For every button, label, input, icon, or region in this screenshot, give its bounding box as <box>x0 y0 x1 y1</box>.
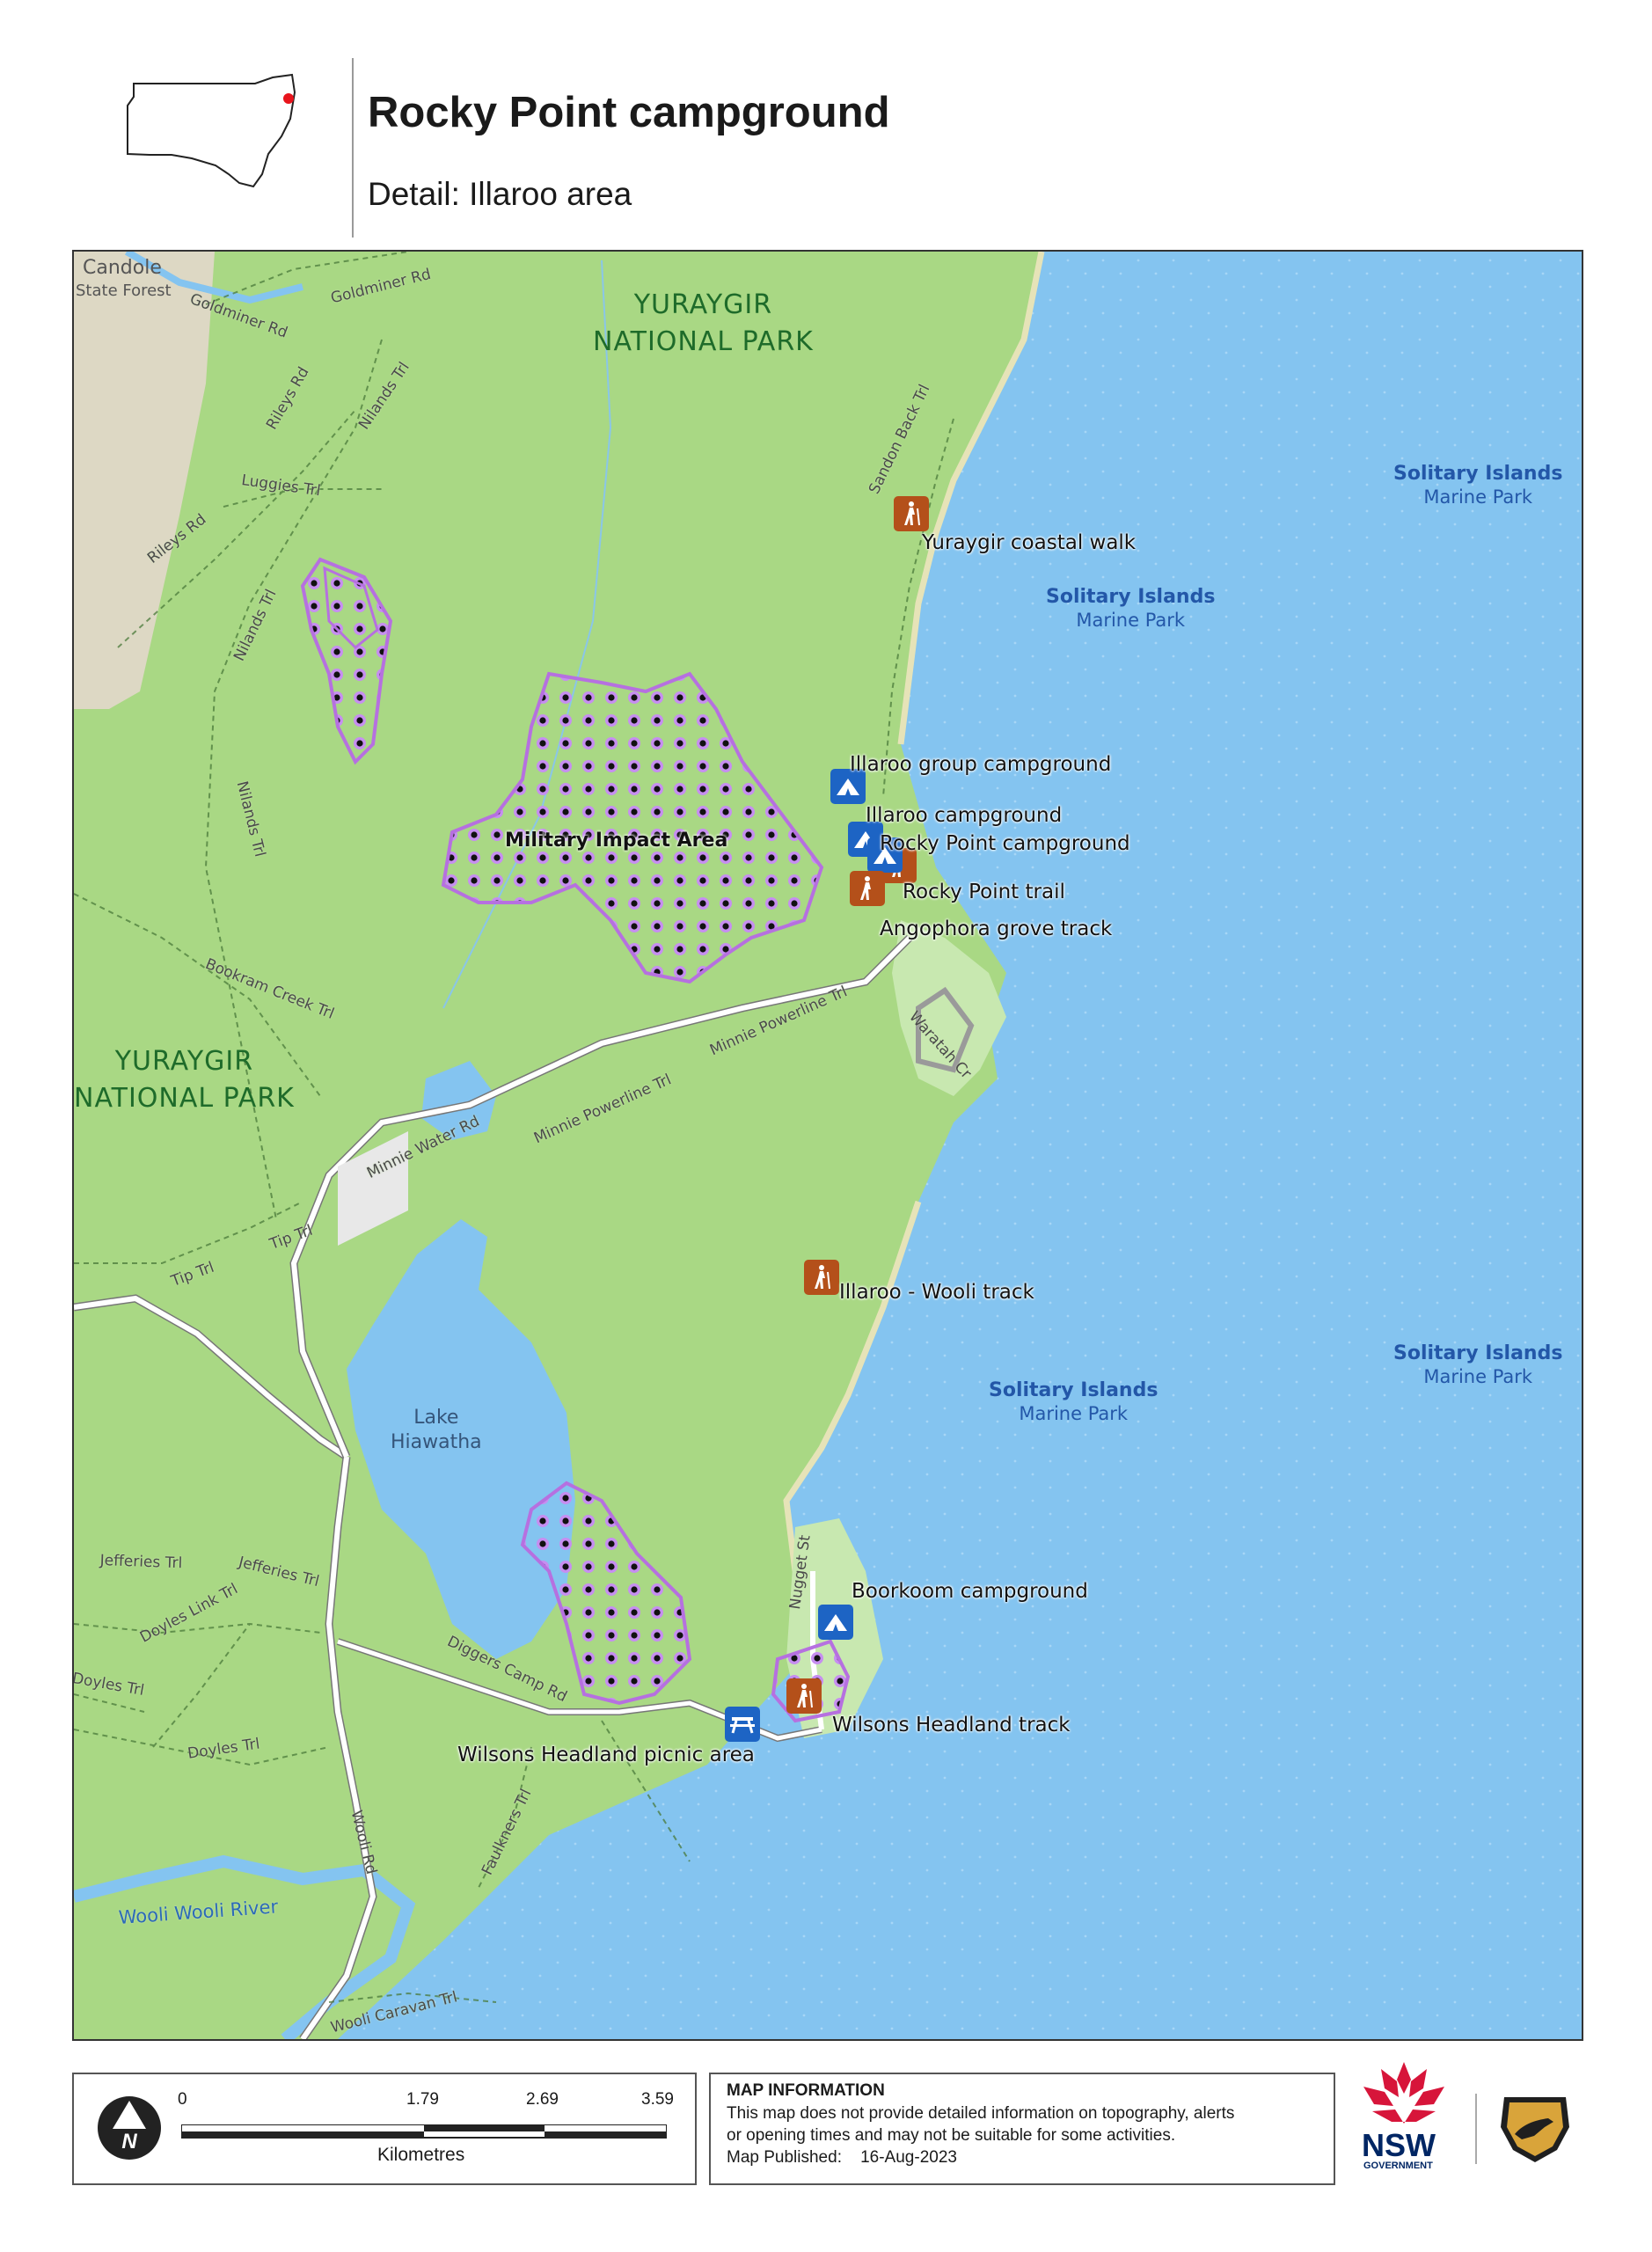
hiker-icon[interactable] <box>894 496 929 531</box>
nsw-logo-sub: GOVERNMENT <box>1363 2161 1433 2171</box>
poi-label: Illaroo campground <box>866 804 1063 827</box>
poi-label: Illaroo - Wooli track <box>839 1281 1034 1304</box>
road-label-jefferies-1: Jefferies Trl <box>99 1552 183 1573</box>
waratah-icon <box>1363 2062 1444 2124</box>
picnic-table-icon[interactable] <box>725 1707 760 1742</box>
map-subtitle: Detail: Illaroo area <box>368 176 632 212</box>
hiker-icon[interactable] <box>850 871 885 906</box>
state-forest-sub: State Forest <box>76 282 172 300</box>
svg-text:N: N <box>121 2130 137 2153</box>
scale-bar <box>181 2124 667 2139</box>
scale-unit: Kilometres <box>377 2145 465 2165</box>
scale-tick: 1.79 <box>406 2090 439 2109</box>
npws-emblem-icon <box>1501 2097 1569 2162</box>
poi-label: Yuraygir coastal walk <box>922 531 1137 554</box>
map-title: Rocky Point campground <box>368 89 890 136</box>
poi-label: Rocky Point campground <box>880 832 1130 855</box>
scale-legend: N 0 1.79 2.69 3.59 Kilometres <box>72 2073 697 2185</box>
map-information: MAP INFORMATION This map does not provid… <box>709 2073 1335 2185</box>
map-info-title: MAP INFORMATION <box>727 2081 885 2100</box>
hiker-icon[interactable] <box>804 1260 839 1295</box>
poi-label: Rocky Point trail <box>903 881 1065 903</box>
poi-label: Angophora grove track <box>880 918 1113 940</box>
header-divider <box>352 58 354 238</box>
nsw-logo-text: NSW <box>1362 2127 1436 2163</box>
tent-icon[interactable] <box>818 1605 853 1640</box>
scale-tick: 2.69 <box>526 2090 559 2109</box>
military-impact-area-label: Military Impact Area <box>505 830 728 852</box>
map-basemap <box>74 252 1582 2039</box>
poi-label: Wilsons Headland picnic area <box>457 1744 755 1766</box>
hiker-icon[interactable] <box>786 1678 822 1714</box>
north-arrow-icon: N <box>98 2096 161 2160</box>
scale-tick: 3.59 <box>641 2090 674 2109</box>
scale-tick: 0 <box>178 2090 187 2109</box>
nsw-government-logo: NSW GOVERNMENT <box>1355 2058 1453 2173</box>
state-forest-name: Candole <box>83 257 162 279</box>
map-info-line: or opening times and may not be suitable… <box>727 2126 1176 2145</box>
poi-label: Wilsons Headland track <box>832 1714 1071 1737</box>
tent-icon[interactable] <box>830 769 866 804</box>
poi-label: Boorkoom campground <box>852 1580 1088 1603</box>
map-info-line: This map does not provide detailed infor… <box>727 2104 1235 2123</box>
map-info-text: This map does not provide detailed infor… <box>727 2102 1325 2168</box>
location-marker-icon <box>283 93 294 104</box>
poi-label: Illaroo group campground <box>850 753 1112 776</box>
map-published: Map Published: 16-Aug-2023 <box>727 2148 957 2167</box>
nsw-locator-map <box>127 73 296 188</box>
tent-icon[interactable] <box>867 837 903 873</box>
logo-divider <box>1475 2094 1477 2164</box>
military-impact-areas <box>300 557 851 1723</box>
